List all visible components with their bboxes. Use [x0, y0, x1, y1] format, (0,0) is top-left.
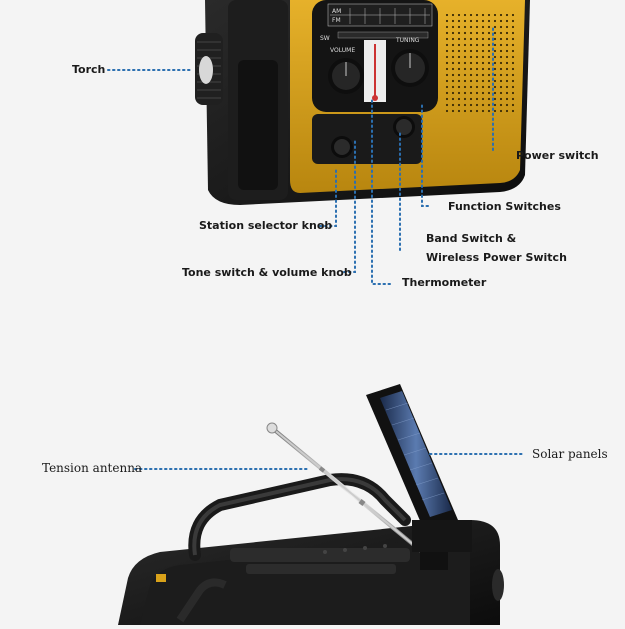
solar-panel [366, 384, 472, 552]
power-switch-label: Power switch [516, 149, 599, 162]
band-switch-label-line2: Wireless Power Switch [426, 251, 567, 264]
band-switch-label-line1: Band Switch & [426, 232, 517, 245]
radio-top-view [118, 384, 504, 625]
thermometer-label: Thermometer [402, 276, 487, 289]
solar-panels-label: Solar panels [532, 447, 608, 461]
tuning-label: TUNING [395, 37, 420, 44]
tension-antenna-label: Tension antenna [42, 461, 143, 475]
function-switches-label: Function Switches [448, 200, 561, 213]
band-fm-label: FM [332, 17, 341, 24]
volume-knob[interactable] [328, 58, 364, 94]
torch-label: Torch [72, 63, 106, 76]
band-am-label: AM [332, 8, 341, 15]
station-selector-label: Station selector knob [199, 219, 333, 232]
torch [195, 33, 223, 105]
volume-label: VOLUME [330, 47, 355, 54]
tension-antenna [266, 422, 448, 570]
radio-front: AM FM SW VOLUME TUNING [195, 0, 530, 205]
tuning-knob[interactable] [391, 49, 429, 87]
tone-volume-label: Tone switch & volume knob [182, 266, 352, 279]
band-sw-label: SW [320, 35, 330, 42]
